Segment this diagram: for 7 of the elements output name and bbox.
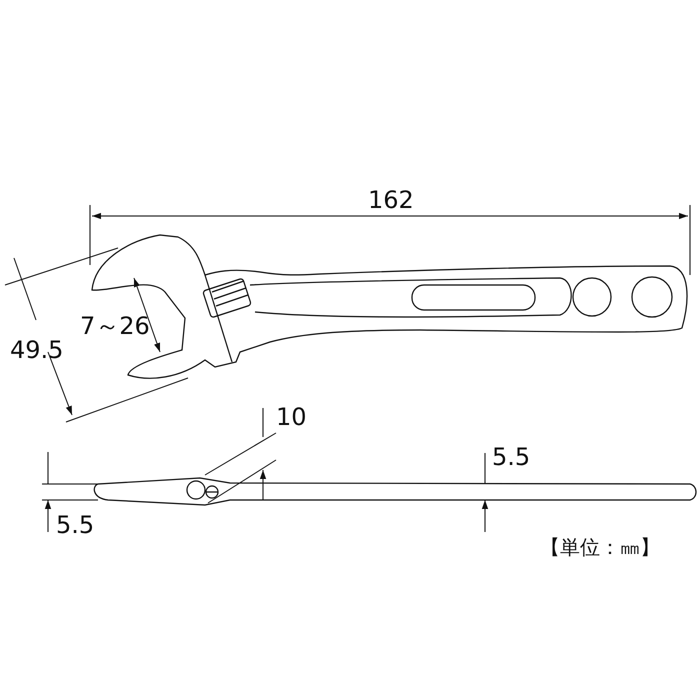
dimension-value: 162 [368,188,414,212]
dimension-value: 5.5 [492,445,530,469]
dimension-value: 7～26 [80,314,150,338]
dimension-value: 49.5 [10,338,64,362]
unit-note: 【単位：㎜】 [540,537,660,557]
dimension-value: 5.5 [56,513,94,537]
dimension-value: 10 [276,405,307,429]
